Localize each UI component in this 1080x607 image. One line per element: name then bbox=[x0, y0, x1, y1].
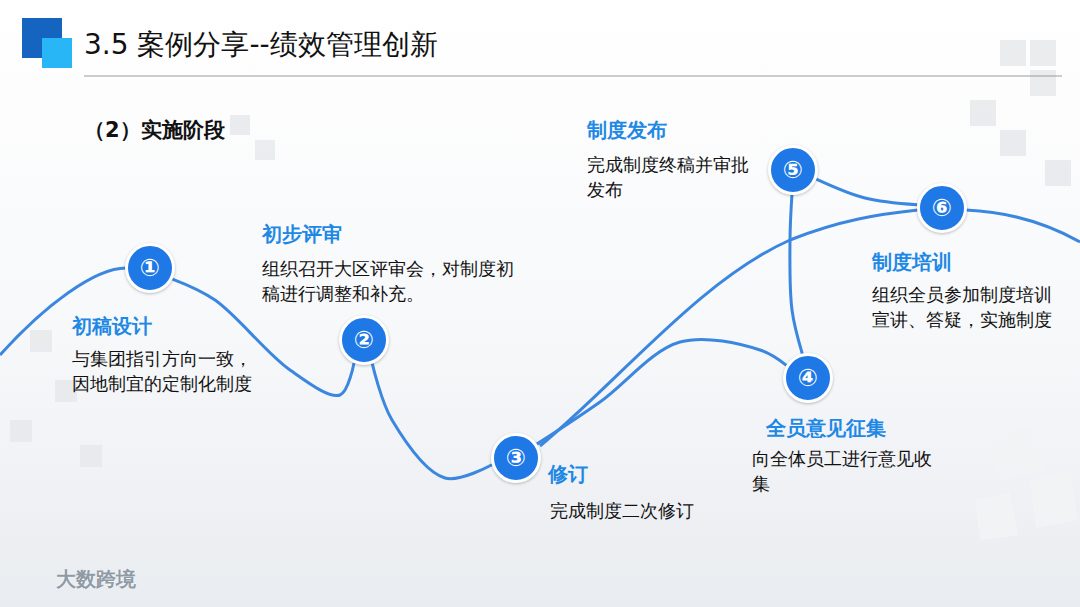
step-number-circle: ⑥ bbox=[917, 183, 967, 233]
wave-connector bbox=[372, 364, 492, 479]
step-node: ③ 修订完成制度二次修订 bbox=[487, 429, 734, 527]
step-description: 完成制度二次修订 bbox=[550, 498, 730, 523]
wave-curve bbox=[966, 210, 1080, 242]
step-number-circle: ① bbox=[125, 243, 175, 293]
step-heading: 初稿设计 bbox=[72, 314, 152, 338]
wave-curve bbox=[0, 268, 126, 355]
step-node: ② 初步评审组织召开大区评审会，对制度初稿进行调整和补充。 bbox=[258, 218, 526, 369]
step-description: 完成制度终稿并审批发布 bbox=[587, 152, 762, 202]
step-description: 组织全员参加制度培训宣讲、答疑，实施制度 bbox=[872, 282, 1052, 332]
slide-title: 3.5 案例分享--绩效管理创新 bbox=[84, 26, 438, 64]
section-heading: （2）实施阶段 bbox=[84, 116, 225, 144]
step-number-circle: ② bbox=[339, 315, 389, 365]
step-number-circle: ⑤ bbox=[768, 145, 818, 195]
step-node: ⑤ 制度发布完成制度终稿并审批发布 bbox=[583, 114, 822, 206]
wave-connector bbox=[537, 339, 787, 444]
step-description: 组织召开大区评审会，对制度初稿进行调整和补充。 bbox=[262, 256, 522, 306]
step-heading: 制度培训 bbox=[872, 250, 952, 274]
step-node: ④ 全员意见征集向全体员工进行意见收集 bbox=[748, 349, 936, 500]
step-number-circle: ③ bbox=[491, 433, 541, 483]
wave-curve bbox=[540, 210, 918, 446]
step-heading: 修订 bbox=[548, 462, 588, 486]
step-heading: 全员意见征集 bbox=[766, 416, 886, 440]
step-description: 与集团指引方向一致，因地制宜的定制化制度 bbox=[72, 346, 252, 396]
step-heading: 初步评审 bbox=[262, 222, 342, 246]
title-icon bbox=[42, 38, 72, 68]
step-description: 向全体员工进行意见收集 bbox=[752, 446, 932, 496]
step-heading: 制度发布 bbox=[587, 118, 667, 142]
wave-connector bbox=[790, 195, 802, 354]
floor-tiles bbox=[975, 425, 1078, 540]
wave-connector bbox=[816, 179, 917, 205]
title-rule bbox=[84, 76, 1062, 77]
step-number-circle: ④ bbox=[783, 353, 833, 403]
step-node: ① 初稿设计与集团指引方向一致，因地制宜的定制化制度 bbox=[68, 239, 256, 400]
wave-curve bbox=[0, 210, 1080, 446]
watermark: 大数跨境 bbox=[56, 566, 136, 593]
step-node: ⑥ 制度培训组织全员参加制度培训宣讲、答疑，实施制度 bbox=[868, 179, 1056, 336]
faint-squares bbox=[10, 40, 1071, 467]
